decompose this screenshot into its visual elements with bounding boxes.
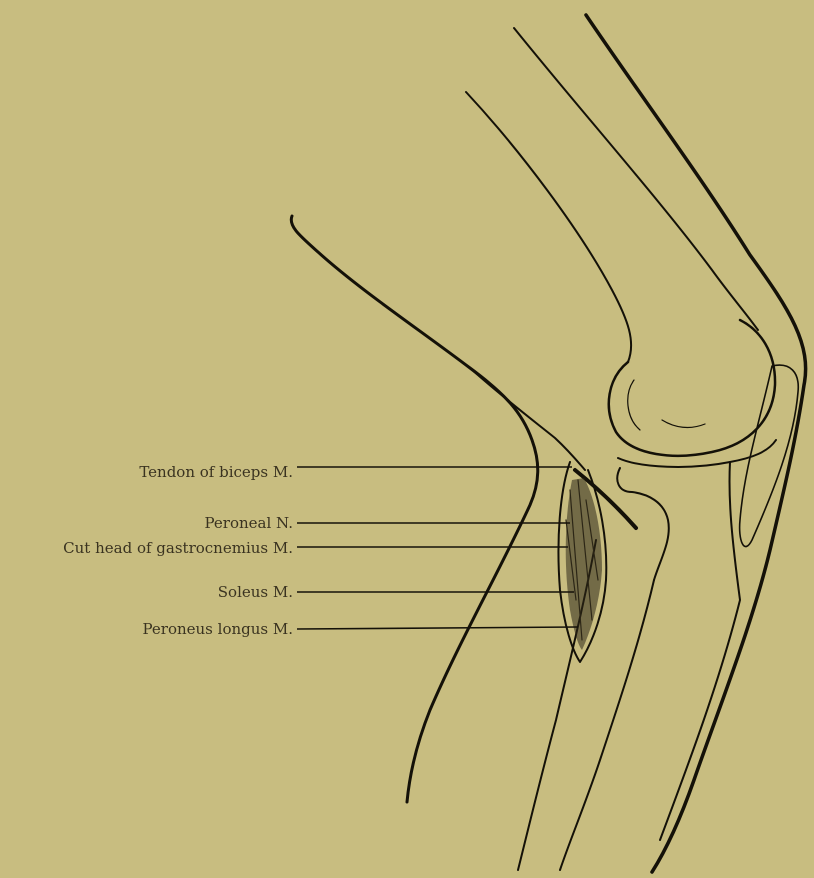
- label-cut-head-gastrocnemius: Cut head of gastrocnemius M.: [63, 539, 293, 557]
- posterior-leg-contour: [291, 216, 538, 802]
- femoral-condyle: [609, 320, 775, 456]
- condyle-inner-line: [628, 380, 705, 430]
- fibula-head: [617, 468, 668, 580]
- femur-posterior-line: [466, 92, 631, 362]
- biceps-contour: [470, 368, 585, 470]
- patella: [740, 365, 799, 546]
- label-tendon-of-biceps: Tendon of biceps M.: [139, 463, 293, 481]
- label-peroneal-nerve: Peroneal N.: [205, 514, 293, 532]
- femur-anterior-line: [514, 28, 758, 330]
- leader-line: [297, 627, 578, 629]
- label-peroneus-longus: Peroneus longus M.: [142, 620, 293, 638]
- label-soleus: Soleus M.: [218, 583, 293, 601]
- tibia-anterior-line: [660, 462, 740, 840]
